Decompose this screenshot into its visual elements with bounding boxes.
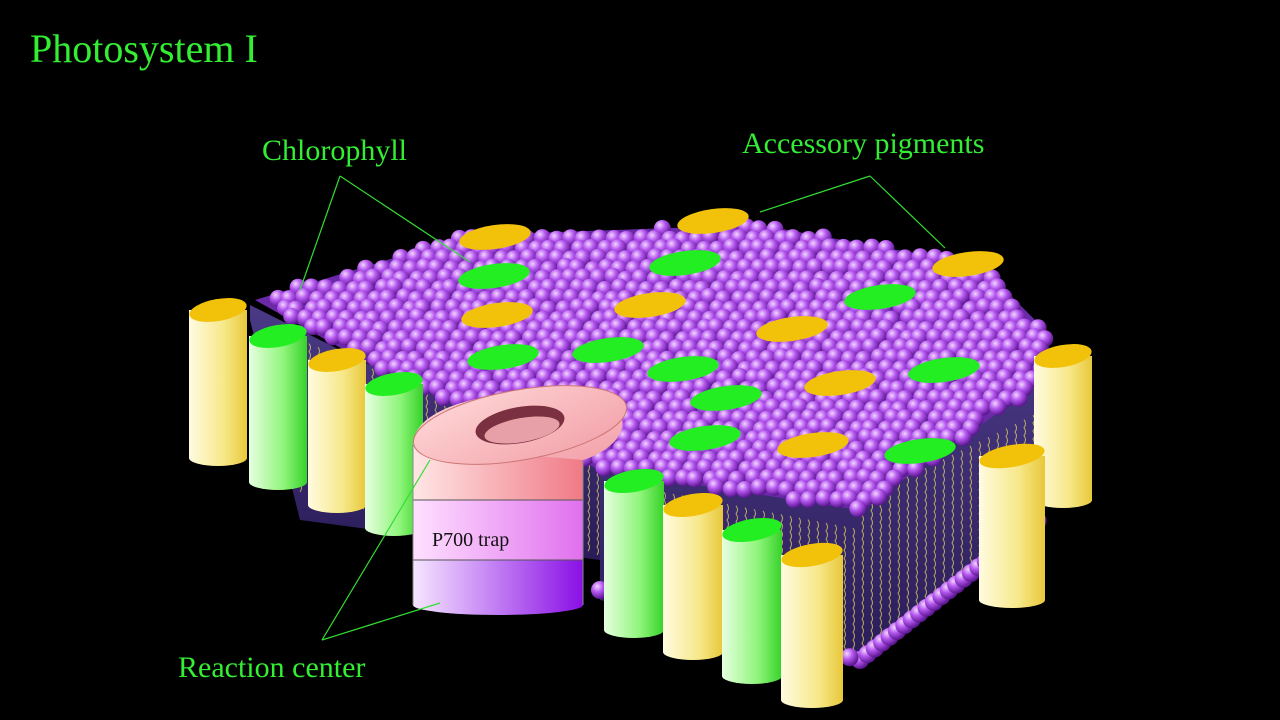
pigment-cylinders	[189, 298, 1092, 708]
accessory-pigments-label: Accessory pigments	[742, 127, 984, 160]
reaction-center-label: Reaction center	[178, 651, 365, 684]
p700-trap-label: P700 trap	[432, 529, 509, 551]
chlorophyll-label: Chlorophyll	[262, 134, 407, 167]
diagram-title: Photosystem I	[30, 26, 258, 71]
pointer-lines	[299, 175, 946, 641]
reaction-center: P700 trap	[412, 385, 628, 615]
top-pigments	[458, 208, 1004, 464]
